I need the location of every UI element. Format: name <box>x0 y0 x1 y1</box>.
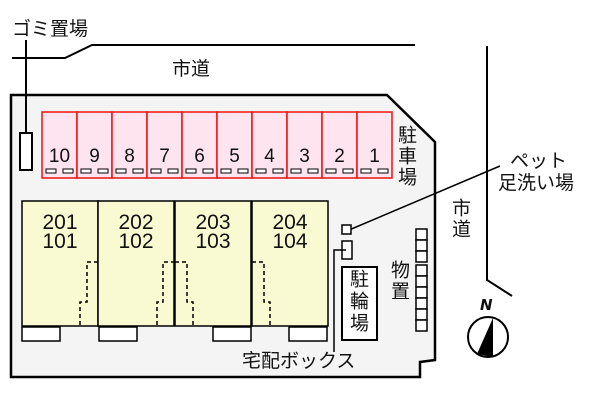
pet-wash-station <box>341 224 352 235</box>
wheel-stop <box>307 168 319 174</box>
garbage-area <box>19 132 33 171</box>
wheel-stop <box>202 168 214 174</box>
storage-unit <box>415 297 428 310</box>
wheel-stop <box>290 168 302 174</box>
wheel-stop <box>167 168 179 174</box>
parking-space <box>146 111 183 179</box>
unit-number-lower: 101 <box>42 230 78 253</box>
stair-outline <box>156 261 194 326</box>
parking-space-number: 8 <box>124 146 135 167</box>
wheel-stop <box>115 168 127 174</box>
parking-space-number: 4 <box>264 146 275 167</box>
unit-number-upper: 204 <box>272 211 308 234</box>
pet-wash-label-line1: ペット <box>510 150 568 172</box>
bike-parking-area <box>341 266 378 341</box>
parking-space <box>216 111 253 179</box>
road-top-label: 市道 <box>172 58 211 80</box>
parking-space <box>321 111 358 179</box>
unit-number-lower: 103 <box>195 230 231 253</box>
building-unit <box>174 200 252 327</box>
wheel-stop <box>45 168 57 174</box>
road-right-label: 市道 <box>449 198 471 240</box>
balcony-unit <box>98 326 138 342</box>
storage-unit <box>415 275 428 288</box>
storage-label: 物置 <box>388 260 410 302</box>
building-unit <box>97 200 175 327</box>
parking-space-number: 3 <box>299 146 310 167</box>
delivery-box-leader-line <box>333 249 346 352</box>
unit-number-upper: 201 <box>42 211 78 234</box>
parking-space <box>76 111 113 179</box>
parking-space <box>41 111 78 179</box>
garbage-label: ゴミ置場 <box>12 18 89 40</box>
stair-outline <box>79 261 98 326</box>
building-unit <box>21 200 99 327</box>
storage-unit <box>415 319 428 332</box>
parking-space-number: 7 <box>159 146 170 167</box>
parking-space-number: 5 <box>229 146 240 167</box>
north-label: N <box>480 296 493 314</box>
wheel-stop <box>150 168 162 174</box>
wheel-stop <box>220 168 232 174</box>
unit-number-upper: 203 <box>195 211 231 234</box>
balcony-unit <box>288 326 328 342</box>
parking-space <box>111 111 148 179</box>
wheel-stop <box>272 168 284 174</box>
parking-space-number: 10 <box>48 146 71 167</box>
storage-unit <box>415 239 428 252</box>
storage-unit <box>415 250 428 263</box>
wheel-stop <box>237 168 249 174</box>
parking-space-number: 6 <box>194 146 205 167</box>
wheel-stop <box>185 168 197 174</box>
road-top-edge <box>12 44 415 59</box>
wheel-stop <box>62 168 74 174</box>
wheel-stop <box>132 168 144 174</box>
wheel-stop <box>360 168 372 174</box>
wheel-stop <box>80 168 92 174</box>
parking-space <box>356 111 393 179</box>
building-unit <box>251 200 329 327</box>
storage-unit <box>415 308 428 321</box>
pet-wash-label-line2: 足洗い場 <box>498 172 575 194</box>
unit-number-lower: 104 <box>272 230 308 253</box>
storage-unit <box>415 228 428 241</box>
pet-wash-leader-line <box>348 165 501 231</box>
road-right-edge <box>486 46 513 297</box>
wheel-stop <box>342 168 354 174</box>
parking-space-number: 2 <box>334 146 345 167</box>
storage-unit <box>415 264 428 277</box>
balcony-unit <box>21 326 61 342</box>
parking-space <box>286 111 323 179</box>
compass-needle <box>477 318 493 357</box>
unit-number-upper: 202 <box>118 211 154 234</box>
wheel-stop <box>97 168 109 174</box>
delivery-box-label: 宅配ボックス <box>242 350 356 372</box>
balcony-unit <box>212 326 252 342</box>
storage-unit <box>415 286 428 299</box>
unit-number-lower: 102 <box>118 230 154 253</box>
parking-space <box>251 111 288 179</box>
parking-space-number: 9 <box>89 146 100 167</box>
stair-outline <box>252 261 271 326</box>
bike-parking-label: 駐輪場 <box>347 269 369 335</box>
wheel-stop <box>377 168 389 174</box>
parking-label: 駐車場 <box>395 125 417 188</box>
parking-space <box>181 111 218 179</box>
wheel-stop <box>255 168 267 174</box>
parking-space-number: 1 <box>369 146 380 167</box>
wheel-stop <box>325 168 337 174</box>
